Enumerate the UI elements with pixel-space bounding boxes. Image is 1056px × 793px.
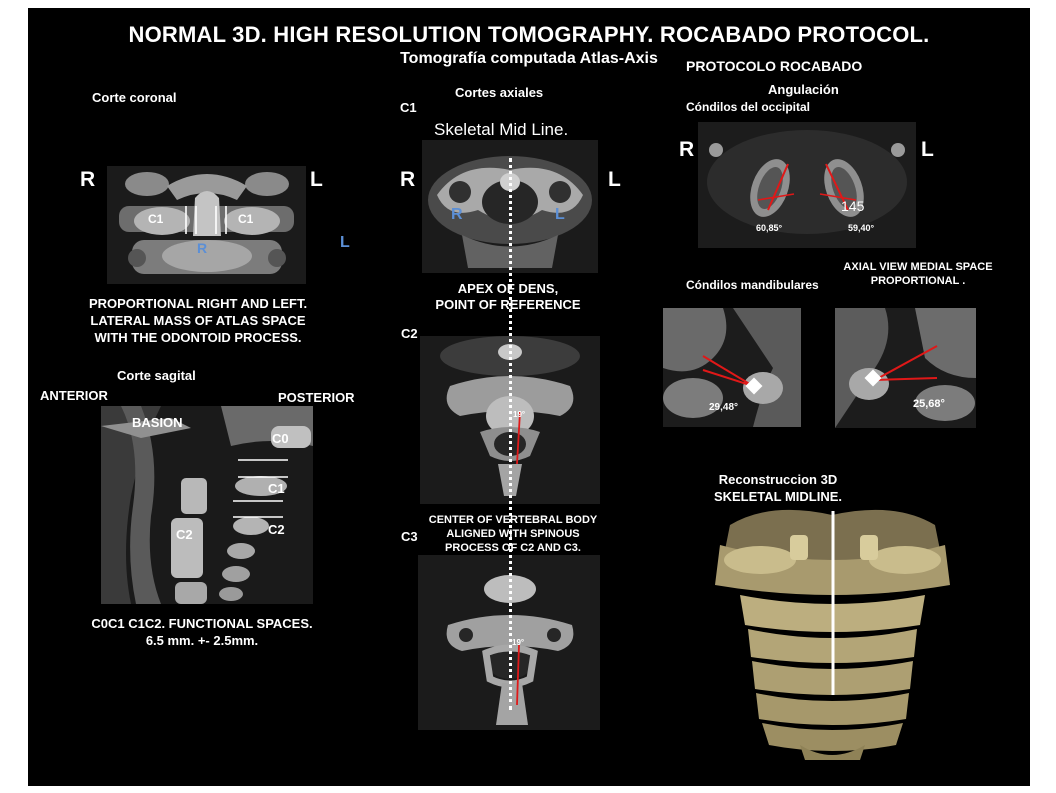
occipital-angle-right: 59,40° [848,223,875,233]
medial-caption-line-2: PROPORTIONAL . [870,275,966,287]
axial-c3-label: C3 [401,529,418,544]
sagittal-ct-image: BASION C0 C1 C2 C2 [101,406,313,604]
sagittal-caption: C0C1 C1C2. FUNCTIONAL SPACES. 6.5 mm. +-… [52,615,352,649]
coronal-caption-line-3: WITH THE ODONTOID PROCESS. [94,330,302,345]
mandibular-right-ct-image: 25,68° [835,308,976,428]
sagittal-basion: BASION [132,415,183,430]
sagittal-caption-line-1: C0C1 C1C2. FUNCTIONAL SPACES. [91,616,313,631]
infographic-board: NORMAL 3D. HIGH RESOLUTION TOMOGRAPHY. R… [28,8,1030,786]
sagittal-posterior: POSTERIOR [278,390,355,405]
axial-apex-caption-line-2: POINT OF REFERENCE [435,297,581,312]
mandibular-left-ct-image: 29,48° [663,308,801,427]
reconstruction-3d-image [710,505,955,760]
protocol-heading: PROTOCOLO ROCABADO [686,58,863,74]
occipital-l-marker: L [921,138,934,161]
axial-heading: Cortes axiales [455,85,544,100]
axial-center-caption-line-1: CENTER OF VERTEBRAL BODY [428,514,598,526]
page-title: NORMAL 3D. HIGH RESOLUTION TOMOGRAPHY. R… [128,22,930,47]
occipital-heading: Cóndilos del occipital [686,100,811,114]
protocol-angulation: Angulación [768,82,839,97]
occipital-number: 145 [841,198,865,214]
axial-c3-angle: 19° [512,638,525,647]
axial-c2-label: C2 [401,326,418,341]
coronal-r-label: R [197,240,208,256]
axial-skeletal-midline: Skeletal Mid Line. [434,120,569,139]
sagittal-anterior: ANTERIOR [40,388,108,403]
coronal-ct-image: C1 C1 R [107,166,306,284]
coronal-c1-left: C1 [148,212,164,226]
reconstruction-caption-line-2: SKELETAL MIDLINE. [713,489,843,504]
occipital-angle-left: 60,85° [756,223,783,233]
occipital-condyles-ct-image: 145 60,85° 59,40° [698,122,916,248]
axial-c2-angle: 19° [513,410,526,419]
axial-c1-label: C1 [400,100,417,115]
sagittal-c1: C1 [268,481,285,496]
sagittal-heading: Corte sagital [117,368,196,383]
medial-space-caption: AXIAL VIEW MEDIAL SPACE PROPORTIONAL . [808,260,1028,288]
mandibular-angle-left: 29,48° [709,402,739,413]
coronal-caption: PROPORTIONAL RIGHT AND LEFT. LATERAL MAS… [48,295,348,346]
axial-apex-caption: APEX OF DENS, POINT OF REFERENCE [388,281,628,313]
axial-inner-l: L [555,206,565,223]
sagittal-c0: C0 [272,431,289,446]
coronal-caption-line-1: PROPORTIONAL RIGHT AND LEFT. [88,296,308,311]
axial-l-marker: L [608,168,621,191]
axial-r-marker: R [400,168,416,191]
reconstruction-caption-line-1: Reconstruccion 3D [718,472,838,487]
reconstruction-caption: Reconstruccion 3D SKELETAL MIDLINE. [668,471,888,505]
coronal-r-marker: R [80,168,96,191]
skeletal-midline-dotted [509,158,512,710]
occipital-r-marker: R [679,138,695,161]
mandibular-angle-right: 25,68° [913,398,945,410]
coronal-l-marker: L [310,168,323,191]
axial-center-caption-line-2: ALIGNED WITH SPINOUS [446,528,580,540]
axial-center-caption-line-3: PROCESS OF C2 AND C3. [445,542,581,554]
coronal-outside-l: L [340,234,350,251]
mandibular-heading: Cóndilos mandibulares [686,278,819,292]
page-subtitle: Tomografía computada Atlas-Axis [400,50,658,67]
coronal-heading: Corte coronal [92,90,177,105]
axial-inner-r: R [451,206,463,223]
axial-apex-caption-line-1: APEX OF DENS, [457,281,559,296]
sagittal-caption-line-2: 6.5 mm. +- 2.5mm. [145,633,259,648]
sagittal-c2-right: C2 [268,522,285,537]
coronal-c1-right: C1 [238,212,254,226]
axial-center-caption: CENTER OF VERTEBRAL BODY ALIGNED WITH SP… [398,513,628,555]
sagittal-c2-left: C2 [176,527,193,542]
medial-caption-line-1: AXIAL VIEW MEDIAL SPACE [843,261,993,273]
coronal-caption-line-2: LATERAL MASS OF ATLAS SPACE [90,313,306,328]
